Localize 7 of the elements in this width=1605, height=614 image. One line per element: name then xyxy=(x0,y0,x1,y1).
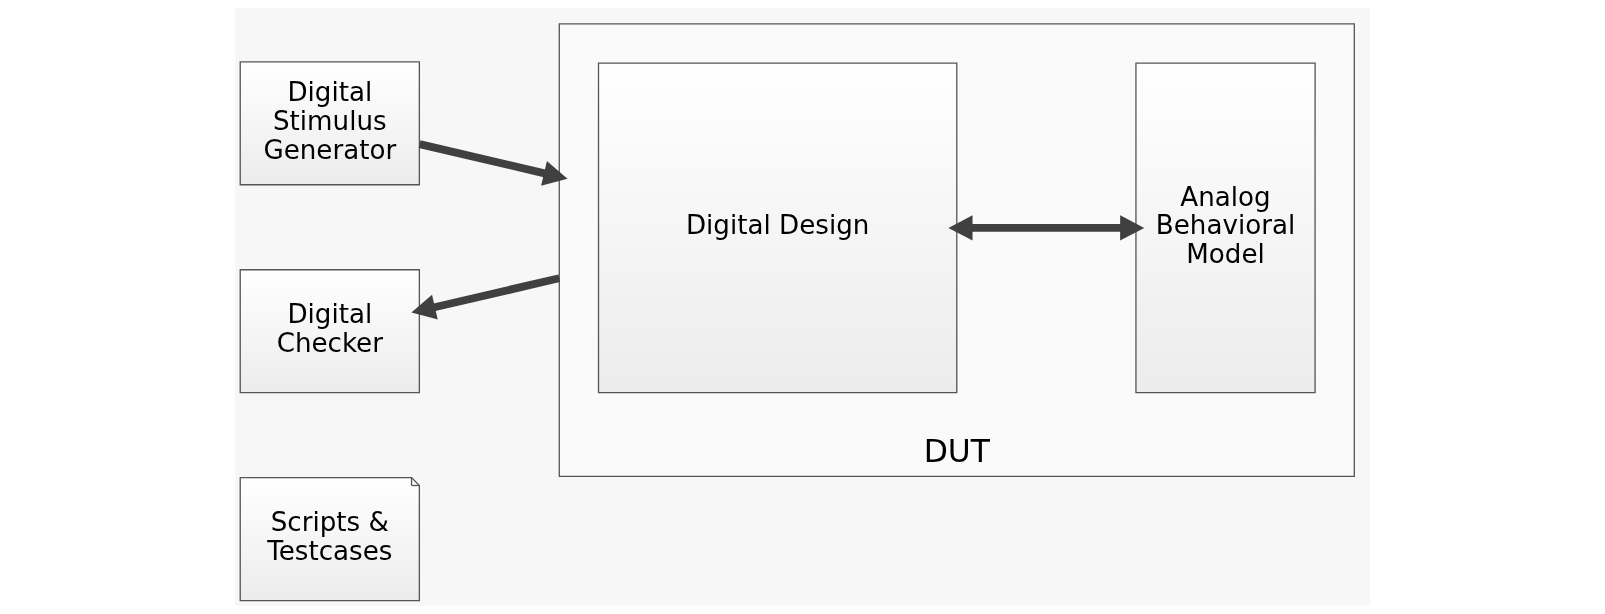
node-box: Analog Behavioral Model xyxy=(1135,62,1316,394)
arrow xyxy=(411,274,561,320)
node-box: Digital Stimulus Generator xyxy=(239,61,421,186)
node-box: Digital Checker xyxy=(239,269,421,394)
node-box: Digital Design xyxy=(597,62,958,394)
arrow xyxy=(948,215,1145,241)
arrow xyxy=(418,140,568,186)
